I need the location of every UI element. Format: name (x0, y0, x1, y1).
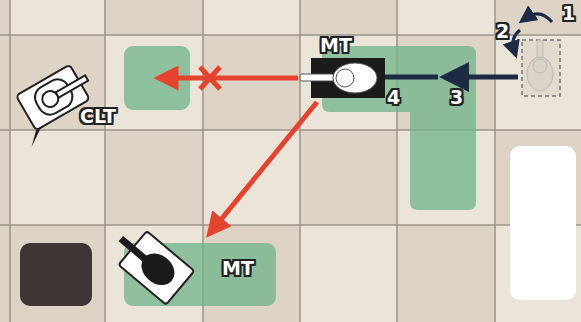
mt-tank-top (300, 58, 385, 98)
unit-label: MT (320, 36, 352, 55)
tank-unit: MT (112, 228, 254, 304)
callout-number: 1 (562, 4, 575, 23)
move-arrows (370, 75, 518, 80)
mt-tank-bottom (107, 221, 194, 304)
unit-label: MT (222, 259, 254, 278)
tank-unit: CLT (16, 66, 102, 128)
callout-number: 4 (387, 88, 400, 107)
rotate-arrows (513, 14, 552, 50)
ghost-tank (522, 40, 560, 96)
terrain (20, 46, 576, 306)
tank-unit: MT (300, 36, 388, 102)
unit-label: CLT (80, 107, 116, 126)
blocked-los-arrow (166, 67, 298, 89)
clt-tank (6, 61, 103, 147)
callout-number: 3 (450, 88, 463, 107)
line-of-fire-arrow (214, 102, 317, 228)
callout-number: 2 (496, 22, 509, 41)
